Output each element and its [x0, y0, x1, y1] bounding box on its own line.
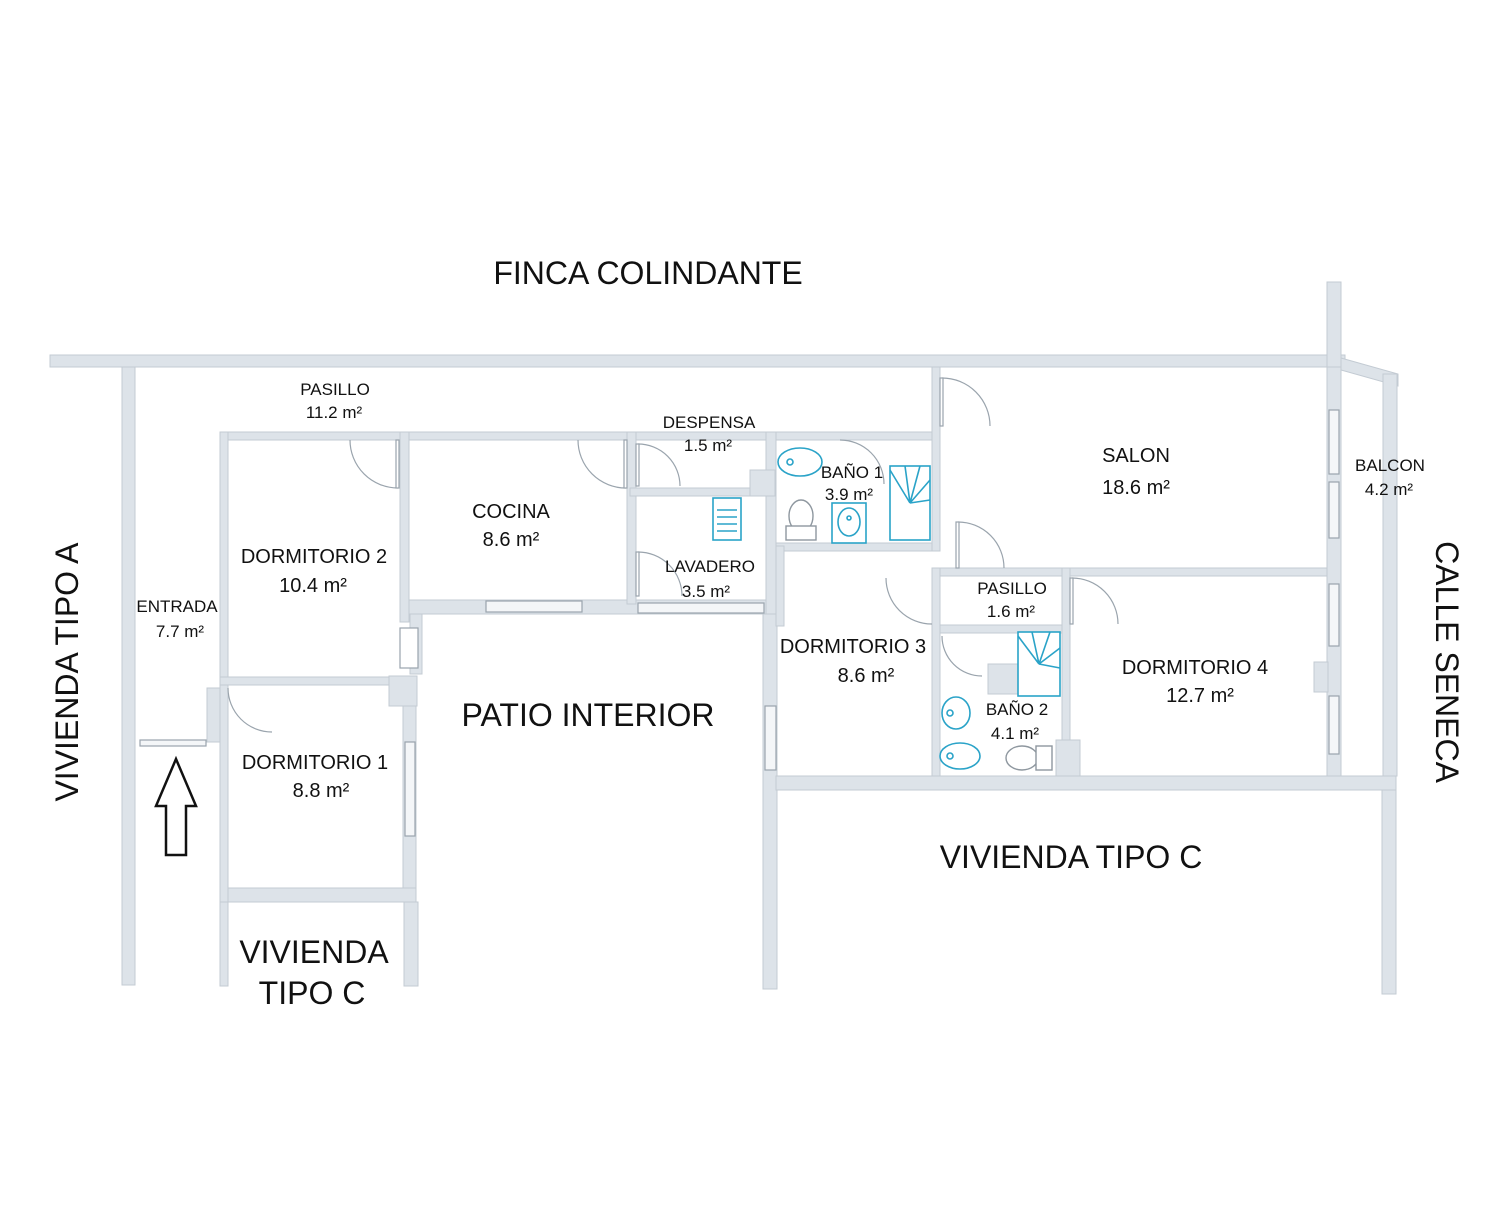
patio-label: PATIO INTERIOR [461, 697, 714, 733]
room-name-dormitorio-3: DORMITORIO 3 [780, 636, 926, 658]
west-neighbor-label: VIVIENDA TIPO A [49, 542, 85, 802]
door-swing-icon [577, 439, 628, 489]
north-neighbor-label: FINCA COLINDANTE [493, 255, 802, 291]
room-area-pasillo-2: 1.6 m² [987, 602, 1036, 621]
door-swing-icon [399, 627, 419, 669]
toilet-icon [785, 499, 817, 541]
room-area-balcon: 4.2 m² [1365, 480, 1414, 499]
room-area-entrada: 7.7 m² [156, 622, 205, 641]
water-heater-icon [712, 497, 742, 541]
door-swing-icon [349, 439, 400, 489]
southwest-neighbor-label-line1: VIVIENDA [239, 934, 389, 970]
up-arrow-icon [154, 755, 198, 857]
toilet-icon [1005, 745, 1053, 771]
walls [49, 281, 1399, 995]
door-swing-icon [839, 439, 885, 485]
room-area-dormitorio-1: 8.8 m² [293, 780, 350, 802]
window-icon [404, 741, 416, 837]
south-neighbor-label: VIVIENDA TIPO C [940, 839, 1203, 875]
room-name-entrada: ENTRADA [136, 597, 218, 616]
door-swing-icon [635, 551, 683, 597]
fixtures [712, 447, 1061, 771]
sink-icon [939, 742, 981, 770]
window-icon [1328, 583, 1340, 647]
street-label: CALLE SENECA [1429, 541, 1465, 784]
room-area-bano-1: 3.9 m² [825, 485, 874, 504]
door-swing-icon [227, 687, 273, 733]
room-name-pasillo-1: PASILLO [300, 380, 370, 399]
bidet-icon [941, 696, 971, 730]
room-area-salon: 18.6 m² [1102, 477, 1170, 499]
room-name-salon: SALON [1102, 445, 1170, 467]
room-name-despensa: DESPENSA [663, 413, 756, 432]
room-area-dormitorio-3: 8.6 m² [838, 665, 895, 687]
window-icon [1328, 409, 1340, 475]
room-name-dormitorio-4: DORMITORIO 4 [1122, 657, 1268, 679]
room-area-pasillo-1: 11.2 m² [306, 403, 363, 422]
window-icon [764, 705, 777, 771]
bidet-icon [831, 502, 867, 544]
door-swing-icon [1069, 577, 1119, 625]
room-name-cocina: COCINA [472, 501, 550, 523]
door-swing-icon [939, 377, 991, 427]
room-name-balcon: BALCON [1355, 456, 1425, 475]
room-area-lavadero: 3.5 m² [682, 582, 731, 601]
room-name-pasillo-2: PASILLO [977, 579, 1047, 598]
door-swing-icon [955, 521, 1005, 569]
room-area-cocina: 8.6 m² [483, 529, 540, 551]
door-swing-icon [635, 443, 681, 487]
room-name-dormitorio-2: DORMITORIO 2 [241, 546, 387, 568]
room-name-lavadero: LAVADERO [665, 557, 755, 576]
door-swing-icon [885, 577, 933, 625]
shower-icon [1017, 631, 1061, 697]
door-swing-icon [941, 635, 983, 677]
window-icon [637, 602, 765, 614]
window-icon [1328, 481, 1340, 539]
room-area-dormitorio-2: 10.4 m² [279, 575, 347, 597]
windows [139, 409, 1340, 837]
room-name-bano-2: BAÑO 2 [986, 700, 1048, 719]
room-name-bano-1: BAÑO 1 [821, 463, 883, 482]
sink-icon [777, 447, 823, 477]
room-area-dormitorio-4: 12.7 m² [1166, 685, 1234, 707]
southwest-neighbor-label-line2: TIPO C [259, 975, 366, 1011]
room-name-dormitorio-1: DORMITORIO 1 [242, 752, 388, 774]
window-icon [1328, 695, 1340, 755]
shower-icon [889, 465, 931, 541]
room-area-despensa: 1.5 m² [684, 436, 733, 455]
window-icon [139, 739, 207, 747]
room-area-bano-2: 4.1 m² [991, 724, 1040, 743]
window-icon [485, 600, 583, 613]
doors [227, 377, 1119, 733]
